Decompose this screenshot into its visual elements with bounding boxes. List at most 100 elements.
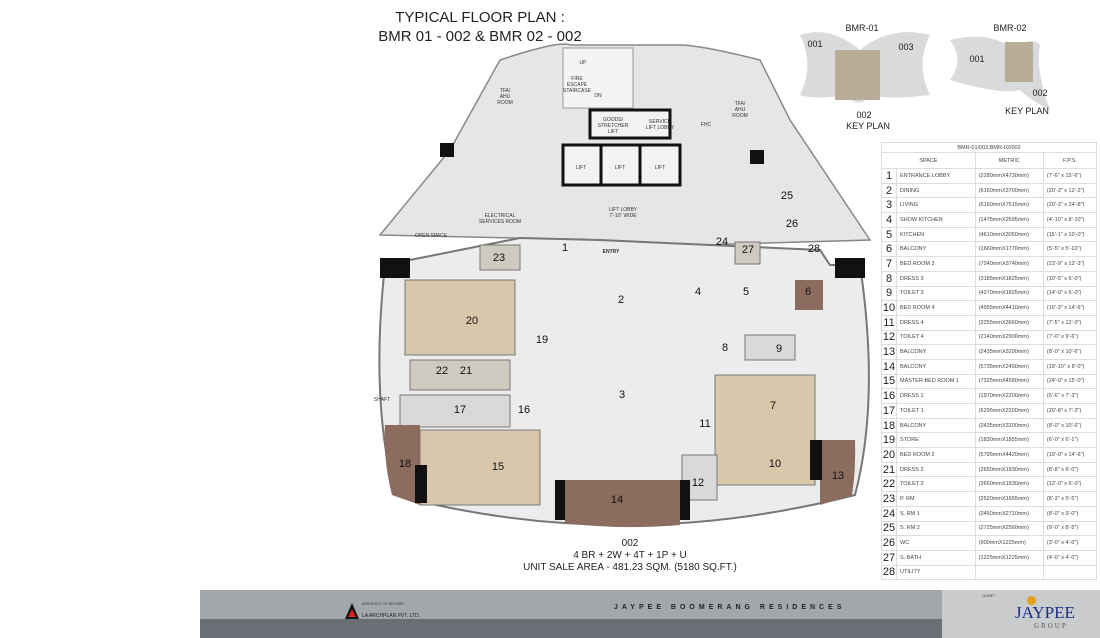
- unit-area: UNIT SALE AREA - 481.23 SQM. (5180 SQ.FT…: [523, 562, 737, 573]
- lift-label-2: LIFT: [614, 165, 626, 171]
- title-line-2: BMR 01 - 002 & BMR 02 - 002: [378, 28, 582, 45]
- room-number: 7: [769, 400, 777, 412]
- cell-n: 15: [881, 373, 897, 390]
- cell-space: DRESS 1: [896, 388, 976, 404]
- architect-caption: ARCHITECT OF RECORD :: [362, 602, 406, 606]
- client-logo-sub: GROUP: [1034, 622, 1068, 630]
- room-number: 5: [742, 286, 750, 298]
- client-logo-icon: [1027, 596, 1036, 605]
- cell-metric: (2450mmX2710mm): [974, 505, 1044, 522]
- cell-metric: (2140mmX2900mm): [974, 329, 1044, 346]
- header-space: SPACE: [881, 152, 976, 169]
- cell-fps: (16'-3" x 14'-6"): [1042, 300, 1098, 316]
- cell-fps: (8'-0" x 10'-6"): [1042, 344, 1098, 360]
- cell-space: S. RM 2: [896, 520, 976, 537]
- room-number: 10: [768, 458, 782, 470]
- room-number: 18: [398, 458, 412, 470]
- cell-space: ENTRANCE LOBBY: [896, 168, 976, 184]
- unit-config: 4 BR + 2W + 4T + 1P + U: [573, 550, 687, 561]
- cell-space: BALCONY: [896, 241, 976, 258]
- cell-metric: (2280mmX4730mm): [974, 168, 1044, 184]
- footer-band: [200, 590, 942, 619]
- lift-label-1: LIFT: [575, 165, 587, 171]
- cell-metric: (1475mmX2695mm): [974, 212, 1044, 228]
- room-number: 4: [694, 286, 702, 298]
- cell-metric: (4610mmX3050mm): [974, 226, 1044, 243]
- cell-space: BED ROOM 4: [896, 300, 976, 316]
- key-plan-1-name: BMR-01: [845, 23, 879, 33]
- service-lobby-label: SERVICE LIFT LOBBY: [645, 119, 675, 131]
- up-label: UP: [579, 60, 587, 66]
- cell-metric: (2435mmX3200mm): [974, 417, 1044, 434]
- key-plan-drawings: [800, 32, 1050, 110]
- architect-name: LA ARCHPLAN PVT. LTD.: [362, 613, 420, 619]
- room-number: 21: [459, 365, 473, 377]
- cell-n: 8: [881, 270, 897, 287]
- room-number: 28: [807, 243, 821, 255]
- cell-space: DRESS 2: [896, 461, 976, 478]
- cell-fps: (20'-3" x 24'-8"): [1042, 197, 1098, 214]
- cell-n: 24: [881, 505, 897, 522]
- title-line-1: TYPICAL FLOOR PLAN :: [395, 9, 565, 26]
- cell-n: 20: [881, 447, 897, 463]
- cell-space: BED ROOM 3: [896, 256, 976, 272]
- room-number: 24: [715, 236, 729, 248]
- staircase-label: FIRE ESCAPE STAIRCASE: [563, 76, 591, 94]
- cell-metric: (6295mmX2200mm): [974, 403, 1044, 419]
- cell-metric: (2520mmX1655mm): [974, 491, 1044, 507]
- cell-space: TOILET 1: [896, 403, 976, 419]
- key-plan-2-caption: KEY PLAN: [1005, 106, 1049, 116]
- cell-fps: (23'-9" x 12'-3"): [1042, 256, 1098, 272]
- cell-n: 21: [881, 461, 897, 478]
- cell-n: 23: [881, 491, 897, 507]
- cell-n: 2: [881, 182, 897, 199]
- cell-n: 9: [881, 285, 897, 302]
- room-number: 23: [492, 252, 506, 264]
- cell-fps: (4'-0" x 4'-0"): [1042, 549, 1098, 566]
- cell-space: LIVING: [896, 197, 976, 214]
- cell-metric: (2725mmX2560mm): [974, 520, 1044, 537]
- header-metric: METRIC: [974, 152, 1044, 169]
- cell-space: BALCONY: [896, 358, 976, 375]
- cell-n: 25: [881, 520, 897, 537]
- cell-fps: (12'-0" x 6'-0"): [1042, 476, 1098, 493]
- unit-number: 002: [621, 538, 639, 549]
- lift-lobby-label: LIFT LOBBY 7'-10" WIDE: [608, 207, 638, 219]
- cell-n: 26: [881, 535, 897, 551]
- cell-space: P. RM: [896, 491, 976, 507]
- cell-fps: (6'-0" x 6'-1"): [1042, 432, 1098, 449]
- room-number: 16: [517, 404, 531, 416]
- cell-metric: (5795mmX4420mm): [974, 447, 1044, 463]
- cell-n: 22: [881, 476, 897, 493]
- cell-fps: (7'-5" x 12'-0"): [1042, 314, 1098, 331]
- cell-fps: (15'-1" x 10'-0"): [1042, 226, 1098, 243]
- cell-n: 13: [881, 344, 897, 360]
- ahu-label-right: TFA/ AHU ROOM: [732, 101, 748, 119]
- cell-metric: (3185mmX1825mm): [974, 270, 1044, 287]
- room-number: 26: [785, 218, 799, 230]
- cell-n: 3: [881, 197, 897, 214]
- cell-fps: (24'-0" x 15'-0"): [1042, 373, 1098, 390]
- floor-plan-drawing: [378, 43, 872, 528]
- cell-space: DRESS 3: [896, 270, 976, 287]
- cell-metric: (1660mmX1770mm): [974, 241, 1044, 258]
- unit-info: 002 4 BR + 2W + 4T + 1P + U UNIT SALE AR…: [480, 538, 780, 574]
- cell-metric: (6160mmX3700mm): [974, 182, 1044, 199]
- cell-metric: (1830mmX1855mm): [974, 432, 1044, 449]
- entry-label: ENTRY: [602, 249, 620, 255]
- cell-fps: (14'-0" x 6'-0"): [1042, 285, 1098, 302]
- cell-space: UTILITY: [896, 564, 976, 581]
